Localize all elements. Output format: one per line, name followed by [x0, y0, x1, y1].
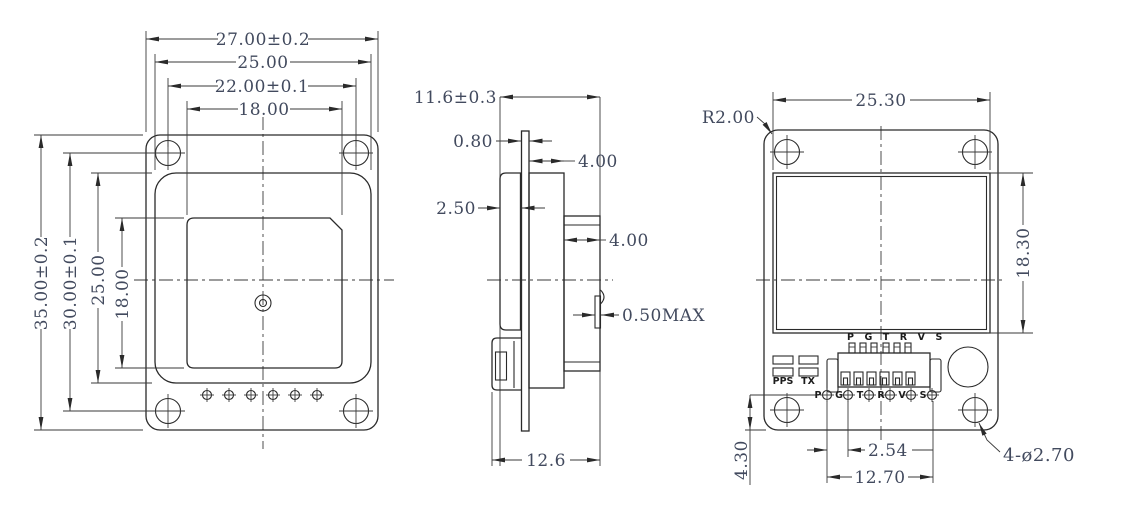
- back-leds: PPS TX: [772, 355, 819, 387]
- back-shield-outer: [772, 172, 991, 334]
- pin-label: V: [898, 390, 906, 401]
- dim-side-shield-thickness: 4.00: [564, 231, 649, 251]
- dim-front-overall-width: 27.00±0.2: [145, 30, 379, 132]
- pin-label: P: [815, 390, 822, 401]
- pin-label: G: [835, 390, 843, 401]
- back-mounting-holes: [770, 135, 992, 427]
- dim-back-pin-pitch: 2.54: [807, 401, 933, 483]
- back-connector: P G T R V S: [826, 332, 946, 393]
- dim-back-shield-height: 18.30: [987, 172, 1034, 334]
- dim-label: 35.00±0.2: [32, 236, 52, 330]
- back-shield-inner: [775, 175, 988, 331]
- dim-label: 11.6±0.3: [414, 88, 497, 108]
- front-patch-antenna: [186, 217, 343, 369]
- side-jst-connector: [491, 337, 521, 391]
- dim-back-shield-width: 25.30: [772, 91, 991, 170]
- dim-back-pin-row-offset: 4.30: [732, 395, 766, 485]
- front-feed-hole-inner: [258, 298, 268, 308]
- dim-label: 25.30: [855, 91, 906, 111]
- dim-label: 2.54: [868, 441, 908, 461]
- dim-front-patch-height: 18.00: [113, 217, 184, 369]
- connector-body: [837, 352, 931, 388]
- dim-label: 22.00±0.1: [215, 77, 309, 97]
- dim-front-hole-spacing-x: 22.00±0.1: [167, 77, 357, 147]
- callout-mounting-holes: 4-ø2.70: [978, 422, 1075, 466]
- side-module-body: [528, 172, 565, 389]
- dim-side-overall-thickness: 11.6±0.3: [414, 88, 600, 108]
- dim-front-cover-height: 25.00: [89, 172, 152, 384]
- dim-side-total-depth: 12.6: [491, 392, 600, 471]
- dim-label: 25.00: [89, 254, 109, 305]
- radius-label: R2.00: [702, 108, 755, 128]
- dim-side-pin-protrusion: 0.50MAX: [573, 306, 706, 326]
- led-label-tx: TX: [801, 376, 815, 387]
- dim-label: 18.00: [238, 100, 289, 120]
- dim-label: 18.30: [1014, 227, 1034, 278]
- dim-side-body-thickness: 4.00: [529, 152, 618, 172]
- dim-label: 30.00±0.1: [61, 236, 81, 330]
- holes-callout-label: 4-ø2.70: [1003, 445, 1075, 466]
- connector-slots: [840, 371, 916, 386]
- dim-front-hole-spacing-y: 30.00±0.1: [61, 152, 163, 412]
- side-shield: [563, 215, 601, 372]
- pin-label: T: [857, 390, 864, 401]
- dim-label: 27.00±0.2: [216, 30, 310, 50]
- side-antenna-block: [499, 172, 522, 331]
- dim-front-cover-width: 25.00: [154, 53, 372, 170]
- dim-label: 18.00: [113, 268, 133, 319]
- connector-pin-labels: P G T R V S: [847, 332, 946, 343]
- dim-label: 4.00: [578, 152, 618, 172]
- dim-label: 0.80: [453, 132, 493, 152]
- dim-label: 4.00: [609, 231, 649, 251]
- dim-label: 2.50: [436, 199, 476, 219]
- dim-label: 12.6: [526, 451, 566, 471]
- connector-top-pins: [848, 342, 912, 354]
- pin-label: S: [920, 390, 927, 401]
- led-label-pps: PPS: [773, 376, 794, 387]
- front-pin-holes: [200, 388, 324, 402]
- front-view: 27.00±0.2 25.00 22.00±0.1 18.00 35.: [32, 30, 394, 449]
- front-antenna-cover: [154, 172, 372, 384]
- side-pin-hook: [600, 289, 605, 305]
- callout-corner-radius: R2.00: [702, 108, 773, 135]
- pin-label: R: [877, 390, 885, 401]
- dim-label: 25.00: [237, 53, 288, 73]
- side-view: 11.6±0.3 0.80 4.00 2.50 4.00 0.50MAX: [414, 88, 706, 471]
- back-round-component: [947, 346, 989, 388]
- dim-back-pin-row-span: 12.70: [827, 401, 934, 488]
- back-view: P G T R V S: [702, 91, 1075, 488]
- back-pin-hole-row: P G T R V S: [750, 388, 939, 402]
- dim-label: 12.70: [854, 468, 905, 488]
- side-solder-pin: [594, 295, 602, 329]
- dim-side-antenna-offset: 2.50: [436, 199, 545, 219]
- front-mounting-holes: [151, 136, 373, 428]
- back-body-outline: [763, 129, 999, 431]
- dim-label: 0.50MAX: [622, 306, 706, 326]
- dim-front-overall-height: 35.00±0.2: [32, 134, 143, 431]
- dim-front-patch-width: 18.00: [186, 100, 343, 215]
- dim-label: 4.30: [732, 440, 752, 480]
- connector-flange-right: [929, 358, 942, 393]
- side-pcb: [520, 130, 530, 432]
- dim-side-pcb-thickness: 0.80: [453, 132, 552, 152]
- connector-flange-left: [826, 358, 839, 393]
- front-body-outline: [145, 134, 379, 431]
- front-feed-hole-outer: [254, 294, 272, 312]
